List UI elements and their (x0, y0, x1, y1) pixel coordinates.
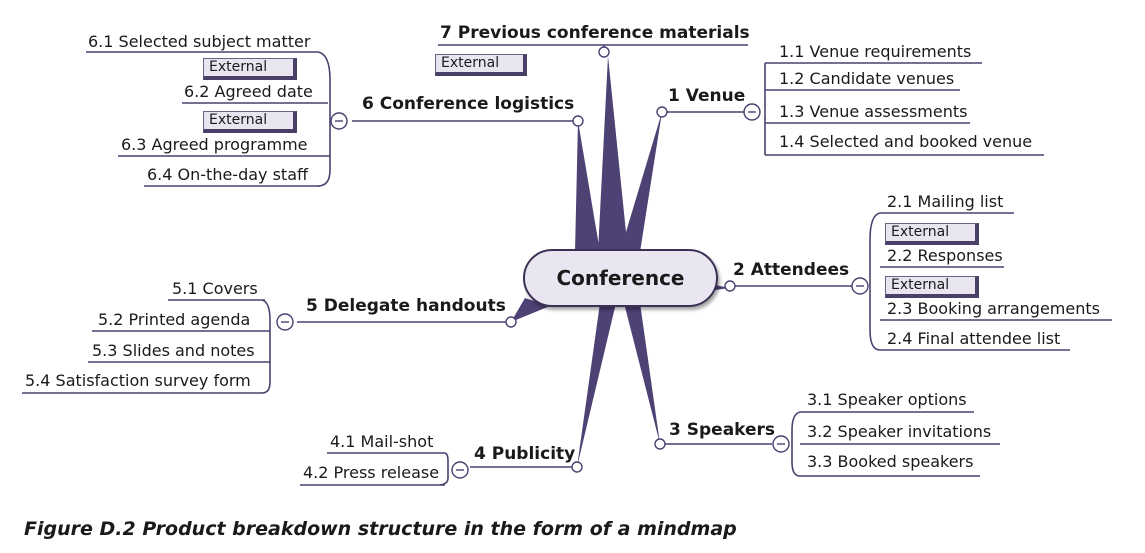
item-2-1[interactable]: 2.1 Mailing list (887, 192, 1004, 211)
node-dot-b2 (724, 280, 736, 292)
external-tag: External (203, 111, 297, 133)
collapse-toggle-b2[interactable] (851, 277, 869, 295)
branch-speakers[interactable]: 3 Speakers (669, 420, 776, 440)
branch-venue[interactable]: 1 Venue (668, 86, 746, 106)
bracket-b3 (791, 411, 801, 477)
spoke-speakers (624, 303, 660, 444)
spoke-publicity (577, 303, 616, 467)
item-5-4[interactable]: 5.4 Satisfaction survey form (25, 371, 251, 390)
item-5-3[interactable]: 5.3 Slides and notes (92, 341, 255, 360)
central-node[interactable]: Conference (523, 249, 718, 307)
item-2-3[interactable]: 2.3 Booking arrangements (887, 299, 1100, 318)
external-tag: External (203, 58, 297, 80)
collapse-toggle-b3[interactable] (772, 435, 790, 453)
external-tag: External (885, 276, 979, 298)
central-node-label: Conference (556, 266, 685, 290)
item-1-4[interactable]: 1.4 Selected and booked venue (779, 132, 1033, 151)
collapse-toggle-b1[interactable] (743, 103, 761, 121)
item-5-1[interactable]: 5.1 Covers (172, 279, 258, 298)
node-dot-b7 (598, 46, 610, 58)
item-6-2[interactable]: 6.2 Agreed date (184, 82, 313, 101)
item-6-4[interactable]: 6.4 On-the-day staff (147, 165, 309, 184)
bracket-b2 (869, 212, 881, 351)
item-1-2[interactable]: 1.2 Candidate venues (779, 69, 955, 88)
branch-delegate-handouts[interactable]: 5 Delegate handouts (306, 296, 506, 316)
branch-publicity[interactable]: 4 Publicity (474, 444, 576, 464)
node-dot-b3 (654, 438, 666, 450)
branch-conference-logistics[interactable]: 6 Conference logistics (362, 94, 575, 114)
branch-previous-materials[interactable]: 7 Previous conference materials (440, 23, 750, 43)
item-3-2[interactable]: 3.2 Speaker invitations (807, 422, 992, 441)
item-1-1[interactable]: 1.1 Venue requirements (779, 42, 972, 61)
node-dot-b5 (505, 316, 517, 328)
spoke-previous-materials (598, 56, 628, 252)
spoke-venue (620, 112, 662, 252)
item-3-1[interactable]: 3.1 Speaker options (807, 390, 967, 409)
bracket-b5 (261, 299, 271, 394)
node-dot-b6 (572, 115, 584, 127)
bracket-b4 (439, 452, 449, 486)
item-4-2[interactable]: 4.2 Press release (303, 463, 440, 482)
item-2-4[interactable]: 2.4 Final attendee list (887, 329, 1061, 348)
collapse-toggle-b6[interactable] (330, 112, 348, 130)
node-dot-b4 (571, 461, 583, 473)
figure-caption: Figure D.2 Product breakdown structure i… (24, 518, 737, 540)
item-2-2[interactable]: 2.2 Responses (887, 246, 1003, 265)
branch-attendees[interactable]: 2 Attendees (733, 260, 850, 280)
item-5-2[interactable]: 5.2 Printed agenda (98, 310, 251, 329)
external-tag: External (435, 54, 527, 76)
collapse-toggle-b5[interactable] (276, 313, 294, 331)
node-dot-b1 (656, 106, 668, 118)
item-6-1[interactable]: 6.1 Selected subject matter (88, 32, 311, 51)
item-6-3[interactable]: 6.3 Agreed programme (121, 135, 308, 154)
collapse-toggle-b4[interactable] (451, 461, 469, 479)
spoke-logistics (575, 121, 600, 252)
external-tag: External (885, 223, 979, 245)
item-4-1[interactable]: 4.1 Mail-shot (330, 432, 434, 451)
item-1-3[interactable]: 1.3 Venue assessments (779, 102, 968, 121)
bracket-b6 (317, 51, 331, 187)
item-3-3[interactable]: 3.3 Booked speakers (807, 452, 974, 471)
